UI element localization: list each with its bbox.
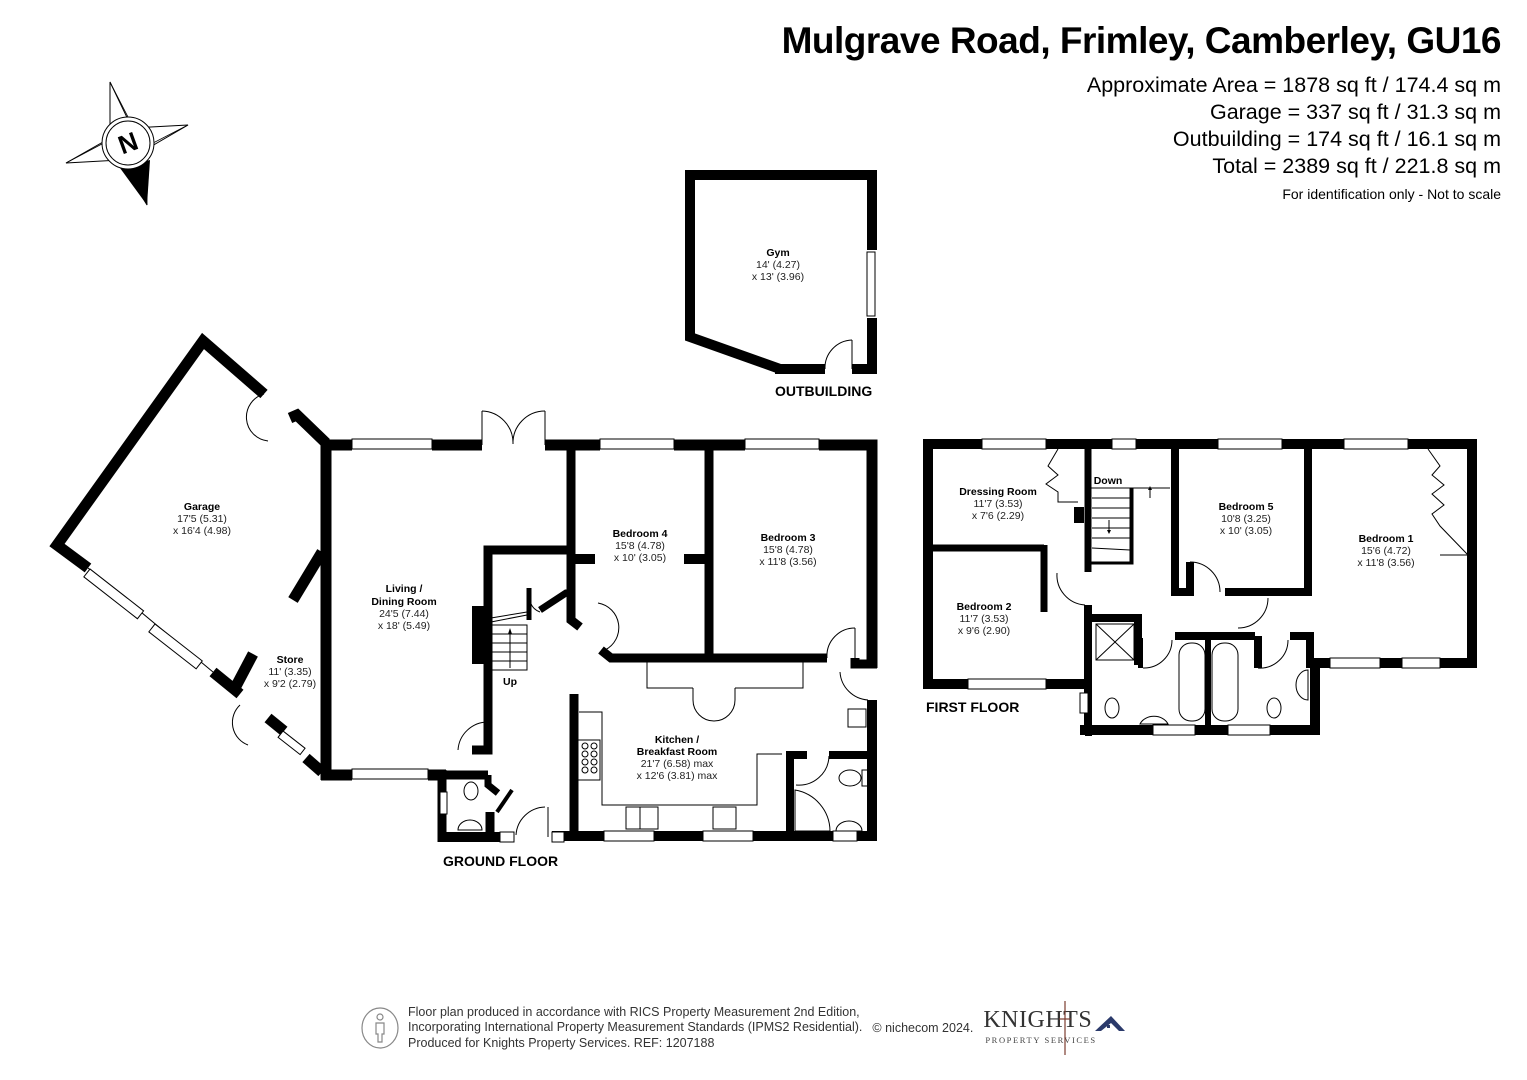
- room-dim: x 11'8 (3.56): [1357, 557, 1414, 569]
- footer-line: Floor plan produced in accordance with R…: [408, 1004, 860, 1019]
- room-name-bedroom-2: Bedroom 2: [957, 601, 1012, 613]
- room-dim: 11'7 (3.53): [959, 613, 1008, 625]
- area-summary: Approximate Area = 1878 sq ft / 174.4 sq…: [1087, 72, 1501, 202]
- room-dim: 15'8 (4.78): [763, 544, 813, 556]
- garage-area: Garage = 337 sq ft / 31.3 sq m: [1209, 100, 1501, 124]
- room-name-kitchen: Kitchen /: [655, 734, 699, 746]
- person-measure-icon: [361, 1007, 399, 1049]
- room-dim: x 11'8 (3.56): [759, 556, 816, 568]
- stairs-up-label: Up: [503, 676, 517, 688]
- room-name-bedroom-3: Bedroom 3: [761, 532, 816, 544]
- hob-icon: [577, 739, 601, 781]
- ground-floor-plan: Up: [49, 332, 878, 869]
- stairs-down-label: Down: [1094, 475, 1123, 487]
- room-dim: 10'8 (3.25): [1221, 513, 1271, 525]
- room-name-garage: Garage: [184, 501, 220, 513]
- room-dim: 21'7 (6.58) max: [641, 758, 714, 770]
- room-dim: x 9'6 (2.90): [958, 625, 1010, 637]
- staircase: [490, 624, 528, 671]
- page-title: Mulgrave Road, Frimley, Camberley, GU16: [781, 20, 1502, 61]
- logo-house-icon: [1059, 1001, 1126, 1055]
- outbuilding-plan: Gym 14' (4.27) x 13' (3.96) OUTBUILDING: [685, 170, 877, 399]
- room-dim: x 10' (3.05): [1220, 525, 1272, 537]
- sink-icon: [625, 806, 737, 830]
- room-dim: 15'8 (4.78): [615, 540, 665, 552]
- room-dim: x 12'6 (3.81) max: [637, 770, 719, 782]
- room-name-bedroom-4: Bedroom 4: [613, 528, 668, 540]
- footer-line: Produced for Knights Property Services. …: [408, 1035, 715, 1050]
- floor-label-first: FIRST FLOOR: [926, 699, 1019, 715]
- total-area: Total = 2389 sq ft / 221.8 sq m: [1212, 154, 1501, 178]
- room-name-store: Store: [277, 654, 304, 666]
- room-name-dressing-room: Dressing Room: [959, 486, 1037, 498]
- room-dim: x 10' (3.05): [614, 552, 666, 564]
- room-dim: 24'5 (7.44): [379, 608, 429, 620]
- floor-label-ground: GROUND FLOOR: [443, 853, 558, 869]
- room-dim: x 16'4 (4.98): [173, 525, 231, 537]
- room-dim: 11'7 (3.53): [973, 498, 1022, 510]
- room-dim: x 7'6 (2.29): [972, 510, 1024, 522]
- room-dim: 17'5 (5.31): [177, 513, 227, 525]
- copyright: © nichecom 2024.: [872, 1021, 974, 1035]
- room-dim: x 18' (5.49): [378, 620, 430, 632]
- room-dim: 15'6 (4.72): [1361, 545, 1411, 557]
- footer-line: Incorporating International Property Mea…: [408, 1020, 863, 1035]
- scale-disclaimer: For identification only - Not to scale: [1282, 186, 1501, 202]
- room-name-living-2: Dining Room: [371, 596, 436, 608]
- room-dim: x 9'2 (2.79): [264, 678, 316, 690]
- room-dim: x 13' (3.96): [752, 271, 804, 283]
- room-dim: 14' (4.27): [756, 259, 800, 271]
- floor-label-outbuilding: OUTBUILDING: [775, 383, 872, 399]
- compass-north-icon: N: [65, 81, 189, 206]
- outbuilding-area: Outbuilding = 174 sq ft / 16.1 sq m: [1172, 127, 1501, 151]
- room-name-gym: Gym: [766, 247, 789, 259]
- logo-main-text: KNIGHTS: [983, 1007, 1093, 1033]
- footer-disclaimer: Floor plan produced in accordance with R…: [408, 1005, 862, 1052]
- knights-logo: KNIGHTS PROPERTY SERVICES: [983, 1001, 1143, 1055]
- footer: Floor plan produced in accordance with R…: [360, 1001, 1143, 1055]
- room-name-bedroom-5: Bedroom 5: [1219, 501, 1274, 513]
- room-dim: 11' (3.35): [268, 666, 311, 678]
- logo-sub-text: PROPERTY SERVICES: [985, 1035, 1097, 1045]
- room-name-kitchen-2: Breakfast Room: [637, 746, 718, 758]
- staircase-first-floor: [1090, 486, 1170, 565]
- approximate-area: Approximate Area = 1878 sq ft / 174.4 sq…: [1086, 73, 1501, 97]
- first-floor-plan: Down: [923, 438, 1477, 736]
- room-name-bedroom-1: Bedroom 1: [1359, 533, 1414, 545]
- room-name-living: Living /: [386, 583, 423, 595]
